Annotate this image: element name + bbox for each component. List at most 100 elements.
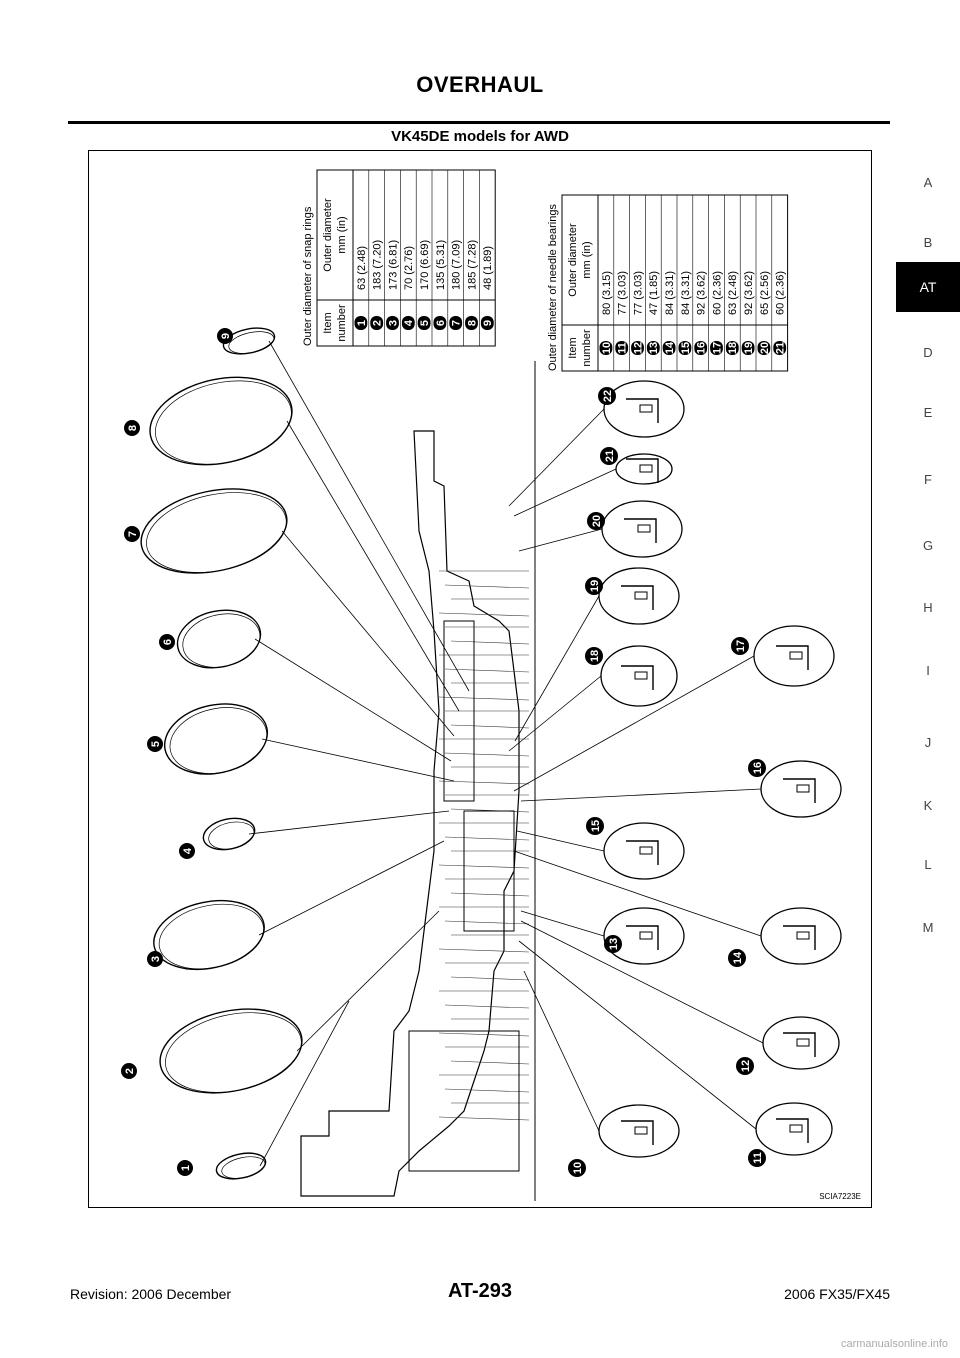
side-tab-d[interactable]: D — [923, 345, 933, 360]
side-tab-j[interactable]: J — [924, 735, 932, 750]
side-tab-m[interactable]: M — [922, 920, 934, 935]
callout-6: 6 — [159, 634, 175, 650]
needle-bearings-table-border — [561, 194, 789, 372]
bearing-profile — [626, 398, 659, 423]
leader-line — [513, 655, 755, 792]
side-tab-a[interactable]: A — [923, 175, 933, 190]
snap-ring-2 — [159, 1008, 303, 1094]
snap-rings-col-dia-2: mm (in) — [336, 216, 348, 253]
bearing-roller — [796, 931, 810, 940]
table-item-badge — [710, 341, 723, 355]
table-item-number: 15 — [680, 342, 692, 354]
bearing-profile — [783, 778, 816, 803]
section-hatch — [438, 780, 530, 785]
callout-number: 3 — [150, 956, 162, 962]
table-item-number: 19 — [743, 342, 755, 354]
table-item-badge — [615, 341, 629, 355]
leader-line — [258, 840, 445, 936]
clutch-pack — [443, 620, 475, 802]
table-item-number: 4 — [403, 319, 415, 326]
table-item-badge — [386, 316, 399, 330]
callout-circle — [147, 736, 163, 752]
needle-bearing-22 — [603, 380, 685, 438]
callout-number: 17 — [735, 640, 747, 652]
table-item-badge — [417, 316, 431, 330]
table-item-badge — [370, 316, 384, 330]
bearing-roller — [634, 671, 648, 680]
table-item-value: 135 (5.31) — [435, 240, 447, 290]
table-item-number: 5 — [419, 320, 431, 326]
snap-ring-6 — [176, 609, 262, 669]
section-hatch — [438, 696, 530, 701]
callout-17: 17 — [731, 637, 749, 655]
callout-circle — [748, 1149, 766, 1167]
snap-ring-4 — [202, 817, 256, 851]
table-item-value: 47 (1.85) — [648, 271, 660, 315]
section-index-tabs: A B AT D E F G H I J K L M — [896, 0, 960, 1358]
callout-circle — [217, 328, 233, 344]
snap-ring-inner — [208, 821, 255, 850]
side-tab-f[interactable]: F — [924, 472, 932, 487]
leader-line — [248, 810, 450, 835]
table-item-number: 21 — [775, 342, 787, 354]
leader-line — [516, 830, 605, 852]
bearing-profile — [624, 518, 657, 543]
callout-circle — [124, 526, 140, 542]
side-tab-b[interactable]: B — [923, 235, 933, 250]
side-tab-k[interactable]: K — [923, 798, 933, 813]
table-item-number: 16 — [696, 342, 708, 354]
section-hatch — [450, 976, 530, 981]
callout-circle — [600, 447, 618, 465]
snap-ring-inner — [158, 903, 264, 970]
callout-circle — [159, 634, 175, 650]
side-tab-e[interactable]: E — [923, 405, 933, 420]
table-item-badge — [465, 316, 478, 330]
callout-circle — [604, 935, 622, 953]
leader-line — [514, 595, 600, 742]
table-item-badge — [773, 341, 787, 355]
leader-line — [523, 970, 600, 1132]
table-item-badge — [354, 316, 368, 330]
section-hatch — [438, 864, 530, 869]
callout-number: 9 — [220, 333, 232, 339]
bearing-roller — [796, 784, 810, 793]
footer-revision: Revision: 2006 December — [70, 1286, 232, 1302]
bearing-profile — [776, 1118, 809, 1143]
side-tab-g[interactable]: G — [922, 538, 934, 553]
callout-circle — [177, 1160, 193, 1176]
table-item-value: 60 (2.36) — [711, 271, 723, 315]
snap-ring-inner — [228, 331, 275, 354]
snap-ring-inner — [221, 1156, 266, 1179]
leader-line — [281, 530, 455, 737]
bearing-roller — [789, 651, 803, 660]
callout-number: 2 — [124, 1068, 136, 1074]
bearing-roller — [637, 524, 651, 533]
table-item-number: 3 — [387, 320, 399, 326]
rear-housing — [408, 1030, 520, 1172]
callout-number: 6 — [162, 639, 174, 645]
bearing-profile — [621, 1120, 654, 1145]
side-tab-at[interactable]: AT — [896, 262, 960, 312]
callout-13: 13 — [604, 935, 622, 953]
table-item-number: 14 — [664, 341, 676, 354]
section-hatch — [438, 612, 530, 617]
table-item-badge — [646, 341, 660, 355]
callout-number: 5 — [150, 741, 162, 747]
callout-3: 3 — [147, 951, 163, 967]
callout-21: 21 — [600, 447, 618, 465]
leader-line — [508, 675, 602, 752]
callout-number: 21 — [604, 450, 616, 462]
table-item-number: 7 — [451, 320, 463, 326]
bearing-roller — [634, 1126, 648, 1135]
callout-circle — [731, 637, 749, 655]
side-tab-h[interactable]: H — [923, 600, 933, 615]
side-tab-l[interactable]: L — [924, 857, 932, 872]
needle-bearings-table-title: Outer diameter of needle bearings — [547, 204, 559, 371]
side-tab-i[interactable]: I — [926, 663, 930, 678]
callout-circle — [179, 843, 195, 859]
bearing-roller — [639, 464, 653, 473]
needle-bearing-14 — [760, 907, 842, 965]
bearing-profile — [626, 458, 659, 483]
snap-ring-inner — [182, 613, 261, 668]
section-hatch — [438, 1032, 530, 1037]
